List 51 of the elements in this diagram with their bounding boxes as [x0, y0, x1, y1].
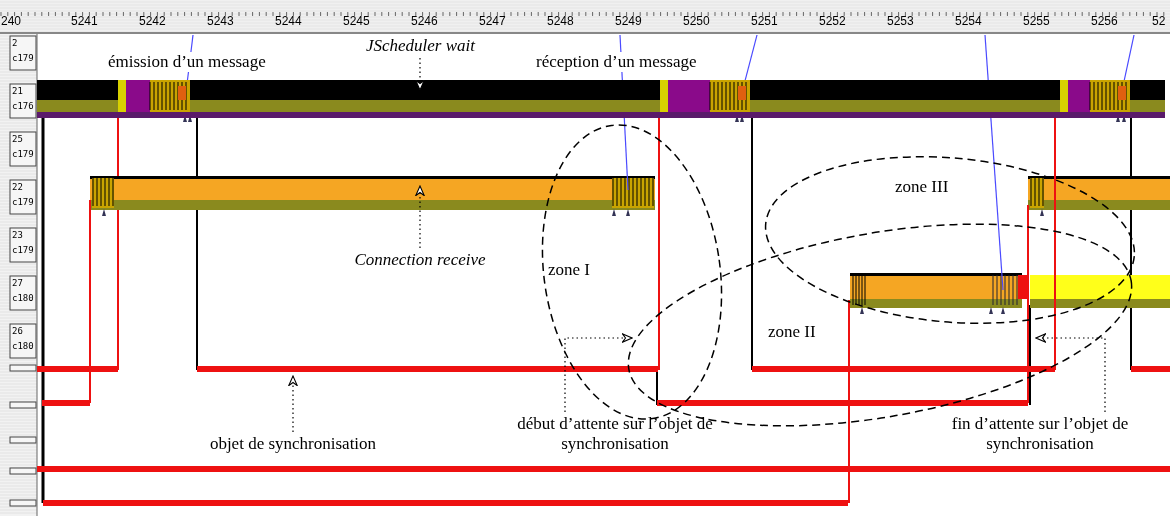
time-tick-label: 5243 — [207, 14, 234, 28]
zone-label: zone II — [768, 322, 816, 342]
time-tick-label: 5249 — [615, 14, 642, 28]
annotation-text: fin d’attente sur l’objet de synchronisation — [950, 414, 1130, 454]
time-tick-label: 240 — [1, 14, 22, 28]
zone-ellipse — [764, 156, 1136, 324]
thread-state-bar — [37, 80, 1165, 118]
time-tick-label: 52 — [1152, 14, 1166, 28]
time-tick-label: 5244 — [275, 14, 302, 28]
zone-label: zone III — [895, 177, 949, 197]
row-sub-label: c179 — [12, 245, 34, 255]
time-tick-label: 5245 — [343, 14, 370, 28]
row-sub-label: c180 — [12, 293, 34, 303]
annotation-text: JScheduler wait — [365, 36, 476, 56]
time-tick-label: 5255 — [1023, 14, 1050, 28]
time-tick-label: 5253 — [887, 14, 914, 28]
row-label: 27 — [12, 278, 23, 288]
zone-label: zone I — [548, 260, 590, 280]
time-tick-label: 5246 — [411, 14, 438, 28]
annotation-text: réception d’un message — [536, 52, 697, 72]
time-tick-label: 5250 — [683, 14, 710, 28]
time-tick-label: 5242 — [139, 14, 166, 28]
row-label: 22 — [12, 182, 23, 192]
leader-arrow — [564, 333, 633, 413]
row-label: 25 — [12, 134, 23, 144]
time-tick-label: 5247 — [479, 14, 506, 28]
row-sub-label: c179 — [12, 149, 34, 159]
annotation-text: début d’attente sur l’objet de synchronisation — [516, 414, 714, 454]
leader-arrow — [288, 375, 298, 433]
leader-arrow — [1035, 333, 1106, 413]
row-sub-label: c180 — [12, 341, 34, 351]
time-tick-label: 5248 — [547, 14, 574, 28]
annotation-text: objet de synchronisation — [209, 434, 377, 454]
time-tick-label: 5254 — [955, 14, 982, 28]
time-tick-label: 5252 — [819, 14, 846, 28]
row-label: 23 — [12, 230, 23, 240]
row-label: 2 — [12, 38, 18, 48]
row-sub-label: c176 — [12, 101, 34, 111]
leader-arrow — [415, 57, 425, 91]
row-sub-label: c179 — [12, 197, 34, 207]
row-label: 26 — [12, 326, 23, 336]
annotation-text: émission d’un message — [108, 52, 266, 72]
leader-arrow — [415, 185, 425, 249]
thread-state-bar — [114, 176, 609, 210]
row-sub-label: c179 — [12, 53, 34, 63]
row-label: 21 — [12, 86, 23, 96]
time-tick-label: 5241 — [71, 14, 98, 28]
time-tick-label: 5251 — [751, 14, 778, 28]
annotation-text: Connection receive — [354, 250, 486, 270]
time-tick-label: 5256 — [1091, 14, 1118, 28]
sync-object-bar — [197, 366, 658, 372]
